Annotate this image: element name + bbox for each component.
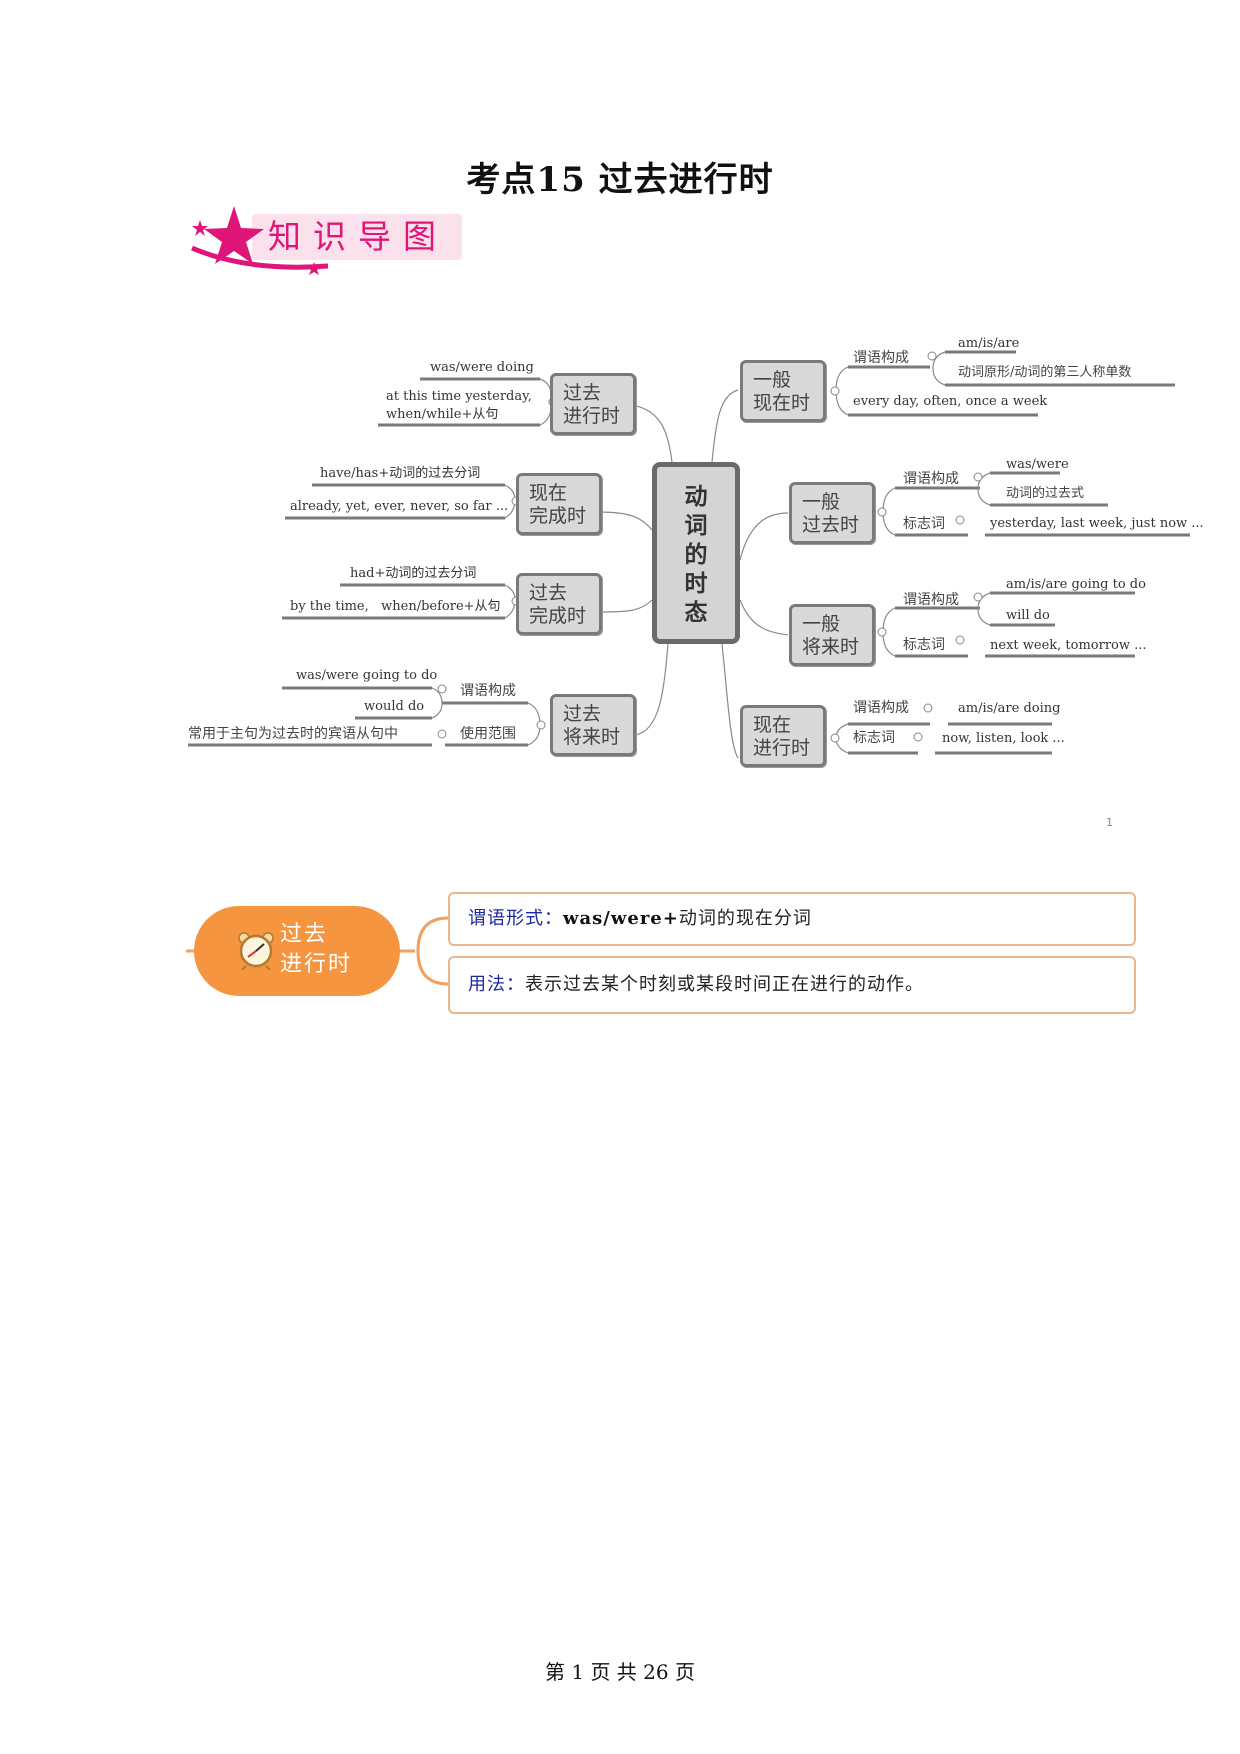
branch-label: 谓语构成 [903, 471, 959, 487]
node-simple-past[interactable]: 一般 过去时 [789, 482, 875, 544]
central-char: 动 [684, 484, 708, 510]
branch-label: 标志词 [903, 516, 945, 532]
summary-node-line: 进行时 [280, 952, 353, 977]
item-label: 用法： [468, 974, 525, 995]
branch-label: 使用范围 [460, 726, 516, 742]
leaf: would do [364, 699, 425, 714]
node-simple-present[interactable]: 一般 现在时 [740, 360, 826, 422]
branch-label: every day, often, once a week [853, 394, 1048, 409]
leaf: will do [1006, 608, 1050, 623]
alarm-clock-icon [238, 932, 274, 970]
leaf: next week, tomorrow ... [990, 638, 1147, 653]
branch-label: 谓语构成 [853, 700, 909, 716]
leaf: by the time, when/before+从句 [290, 599, 501, 614]
node-label: 将来时 [802, 636, 860, 658]
banner-background [252, 214, 462, 260]
node-present-continuous[interactable]: 现在 进行时 [740, 705, 826, 767]
leaf: now, listen, look ... [942, 731, 1065, 746]
summary-node-label: 过去 进行时 [280, 920, 352, 980]
item-label: 谓语形式： [468, 908, 563, 929]
leaf: at this time yesterday, [386, 389, 532, 404]
leaf: was/were going to do [296, 668, 438, 683]
summary-node-past-continuous[interactable]: 过去 进行时 [194, 906, 400, 996]
page-footer: 第 1 页 共 26 页 [545, 1660, 695, 1684]
node-label: 进行时 [563, 405, 621, 427]
leaf: 动词的过去式 [1006, 486, 1085, 501]
item-value-bold: was/were+ [563, 908, 679, 929]
leaf: yesterday, last week, just now ... [990, 516, 1204, 531]
branch-label: 谓语构成 [853, 350, 909, 366]
banner-title: 知识导图 [268, 217, 448, 256]
leaf: was/were doing [430, 360, 534, 375]
node-label: 完成时 [529, 505, 587, 527]
item-value: 表示过去某个时刻或某段时间正在进行的动作。 [525, 974, 924, 995]
node-past-future[interactable]: 过去 将来时 [550, 694, 636, 756]
central-char: 词 [684, 513, 708, 539]
node-label: 过去 [529, 582, 568, 604]
central-char: 的 [684, 542, 708, 568]
page-title: 考点15 过去进行时 [466, 160, 774, 200]
leaf: had+动词的过去分词 [350, 566, 477, 581]
leaf: already, yet, ever, never, so far ... [290, 499, 509, 514]
node-label: 现在时 [753, 392, 811, 414]
node-label: 过去时 [802, 514, 860, 536]
node-past-perfect[interactable]: 过去 完成时 [516, 573, 602, 635]
branch-label: 谓语构成 [460, 683, 516, 699]
node-label: 过去 [563, 703, 602, 725]
leaf: have/has+动词的过去分词 [320, 466, 481, 481]
leaf: was/were [1006, 457, 1069, 472]
leaf: am/is/are [958, 336, 1020, 351]
summary-item-predicate-form: 谓语形式：was/were+动词的现在分词 [448, 892, 1136, 946]
node-label: 完成时 [529, 605, 587, 627]
node-label: 将来时 [563, 726, 621, 748]
branch-label: 标志词 [853, 730, 895, 746]
summary-item-usage: 用法：表示过去某个时刻或某段时间正在进行的动作。 [448, 956, 1136, 1014]
node-past-continuous[interactable]: 过去 进行时 [550, 373, 636, 435]
node-label: 一般 [753, 369, 792, 391]
image-page-marker: 1 [1106, 816, 1113, 829]
node-label: 现在 [529, 482, 568, 504]
node-present-perfect[interactable]: 现在 完成时 [516, 473, 602, 535]
branch-label: 谓语构成 [903, 592, 959, 608]
leaf: 常用于主句为过去时的宾语从句中 [188, 726, 398, 742]
section-banner: 知识导图 [188, 200, 468, 278]
item-value: 动词的现在分词 [678, 908, 812, 929]
central-char: 态 [684, 600, 708, 626]
central-char: 时 [684, 571, 708, 597]
node-label: 进行时 [753, 737, 811, 759]
leaf: 动词原形/动词的第三人称单数 [958, 365, 1132, 380]
summary-node-line: 过去 [280, 922, 329, 947]
node-label: 现在 [753, 714, 792, 736]
node-simple-future[interactable]: 一般 将来时 [789, 604, 875, 666]
node-label: 一般 [802, 613, 841, 635]
leaf: am/is/are going to do [1006, 577, 1146, 592]
node-label: 过去 [563, 382, 602, 404]
leaf: when/while+从句 [386, 407, 499, 422]
central-node-verb-tenses[interactable]: 动 词 的 时 态 [652, 462, 740, 644]
branch-label: 标志词 [903, 637, 945, 653]
star-icon [191, 206, 328, 275]
node-label: 一般 [802, 491, 841, 513]
leaf: am/is/are doing [958, 701, 1061, 716]
